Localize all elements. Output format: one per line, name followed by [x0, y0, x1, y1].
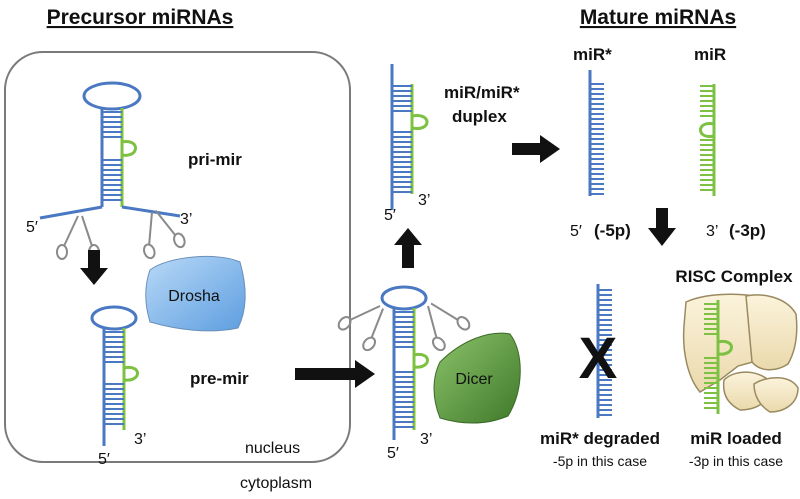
degraded-mir-star-strand — [596, 284, 612, 418]
down-arrow-icon — [648, 208, 676, 246]
pri-mir-label: pri-mir — [188, 150, 242, 169]
duplex-5prime: 5′ — [384, 207, 396, 224]
nucleus-label: nucleus — [245, 440, 300, 457]
precursor-header: Precursor miRNAs — [47, 6, 234, 29]
pre-mir-5prime: 5′ — [98, 451, 110, 468]
dicer-3prime: 3’ — [420, 431, 432, 448]
mir-star-degraded-caption: miR* degraded — [540, 429, 660, 448]
pre-mir-hairpin — [90, 305, 139, 446]
mir-star-5prime: 5′ — [570, 223, 582, 240]
drosha-label: Drosha — [168, 288, 220, 305]
mir-3p: (-3p) — [729, 221, 766, 240]
mir-star-label: miR* — [573, 45, 612, 64]
scissors-icon — [335, 291, 398, 354]
pri-mir-5prime: 5′ — [26, 219, 38, 236]
duplex-label-line1: miR/miR* — [444, 83, 520, 102]
pri-mir-hairpin — [39, 81, 181, 220]
right-arrow-icon — [295, 360, 375, 388]
cytoplasm-label: cytoplasm — [240, 475, 312, 492]
risc-complex — [682, 293, 799, 414]
pri-mir-3prime: 3’ — [180, 211, 192, 228]
dicer-5prime: 5′ — [387, 445, 399, 462]
mir-strand — [699, 84, 716, 196]
mir-label: miR — [694, 45, 726, 64]
mir-star-5p: (-5p) — [594, 221, 631, 240]
nucleus-boundary — [4, 51, 351, 463]
risc-label: RISC Complex — [675, 267, 793, 286]
dicer-label: Dicer — [455, 371, 493, 388]
scissors-icon — [410, 291, 473, 354]
pre-mir-label: pre-mir — [190, 369, 249, 388]
dicer-enzyme — [433, 332, 521, 424]
down-arrow-icon — [80, 250, 108, 285]
degraded-x-mark: X — [579, 326, 618, 391]
duplex-3prime: 3’ — [418, 192, 430, 209]
duplex-label-line2: duplex — [452, 107, 507, 126]
duplex-strands — [390, 64, 429, 210]
dicer-hairpin — [380, 285, 429, 440]
mir-loaded-caption: miR loaded — [690, 429, 782, 448]
up-arrow-icon — [394, 228, 422, 268]
right-arrow-icon — [512, 135, 560, 163]
mature-header: Mature miRNAs — [580, 6, 736, 29]
mir-star-degraded-subcaption: -5p in this case — [553, 453, 647, 469]
mir-loaded-subcaption: -3p in this case — [689, 453, 783, 469]
mir-3prime: 3’ — [706, 223, 718, 240]
drosha-enzyme — [145, 255, 246, 332]
pre-mir-3prime: 3’ — [134, 431, 146, 448]
mir-star-strand — [588, 70, 604, 196]
